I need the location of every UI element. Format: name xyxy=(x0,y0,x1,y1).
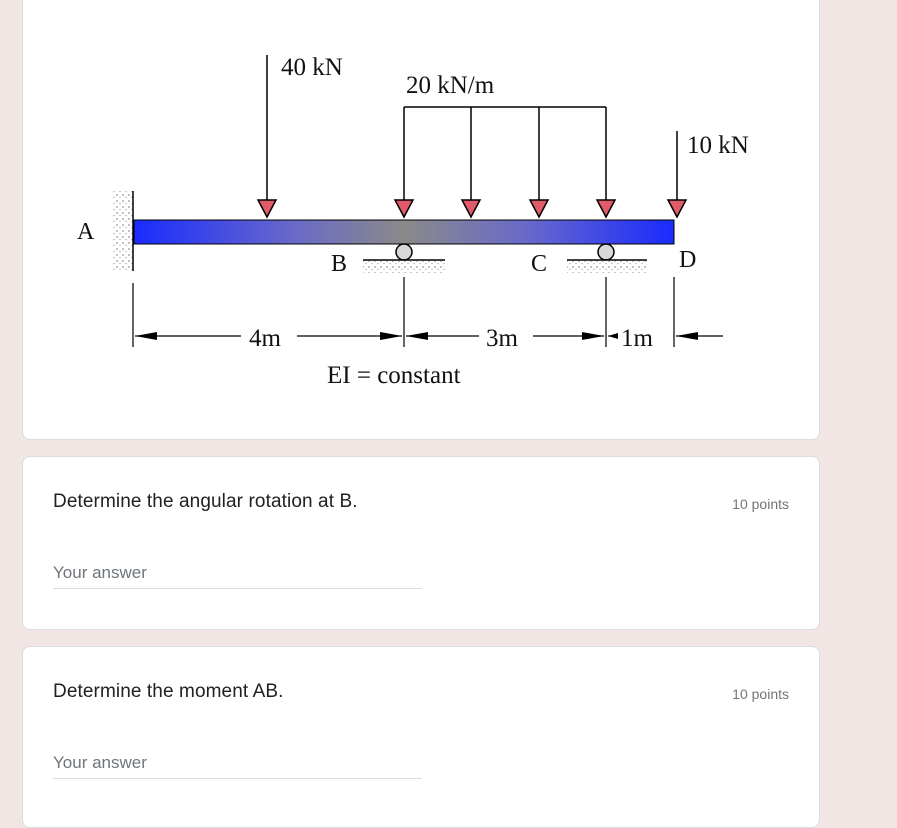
point-load-10kn-arrow xyxy=(666,131,688,219)
point-load-left-label: 40 kN xyxy=(281,54,343,81)
answer-input[interactable] xyxy=(53,558,422,589)
question-title: Determine the angular rotation at B. xyxy=(53,491,358,512)
span-bc-label: 3m xyxy=(486,325,519,352)
answer-input[interactable] xyxy=(53,748,422,779)
points-label: 10 points xyxy=(732,496,789,512)
roller-support-c xyxy=(567,243,647,273)
question-card-2: Determine the moment AB. 10 points xyxy=(22,646,820,828)
label-a: A xyxy=(77,219,95,245)
ei-constant-label: EI = constant xyxy=(327,362,461,389)
distributed-load-label: 20 kN/m xyxy=(406,72,495,99)
beam xyxy=(133,219,675,245)
label-d: D xyxy=(679,247,696,273)
dimension-lines xyxy=(132,277,723,347)
label-b: B xyxy=(331,251,347,277)
question-image-card: 40 kN 20 kN/m 10 kN xyxy=(22,0,820,440)
question-title: Determine the moment AB. xyxy=(53,681,284,702)
beam-diagram: 40 kN 20 kN/m 10 kN xyxy=(77,54,749,389)
points-label: 10 points xyxy=(732,686,789,702)
question-card-1: Determine the angular rotation at B. 10 … xyxy=(22,456,820,630)
span-ab-label: 4m xyxy=(249,325,282,352)
span-cd-label: 1m xyxy=(621,325,654,352)
label-c: C xyxy=(531,251,547,277)
point-load-40kn-arrow xyxy=(256,55,278,219)
distributed-load-arrows xyxy=(393,106,617,219)
fixed-support-a xyxy=(113,191,133,271)
roller-support-b xyxy=(363,243,445,273)
point-load-right-label: 10 kN xyxy=(687,132,749,159)
